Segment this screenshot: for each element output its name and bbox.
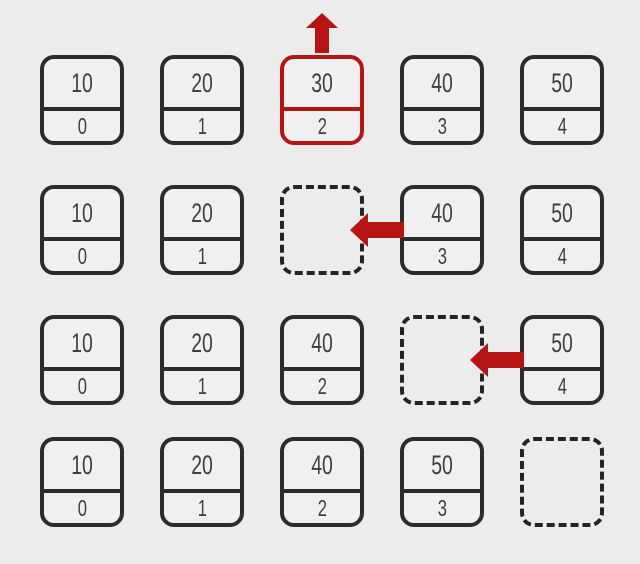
cell-value: 20 <box>191 449 213 480</box>
cell-index: 3 <box>404 107 480 141</box>
cell-index: 4 <box>524 237 600 271</box>
cell-value: 20 <box>191 327 213 358</box>
cell-index: 4 <box>524 107 600 141</box>
cell-index: 2 <box>284 367 360 401</box>
cell-index: 0 <box>44 367 120 401</box>
cell-value: 20 <box>191 67 213 98</box>
left-arrow-icon <box>470 343 524 377</box>
up-arrow-icon <box>306 13 338 53</box>
cell-index: 0 <box>44 489 120 523</box>
cell-value: 10 <box>71 197 93 228</box>
cell-value: 50 <box>551 67 573 98</box>
cell-value: 40 <box>311 327 333 358</box>
cell-index: 2 <box>284 107 360 141</box>
cell-value: 20 <box>191 197 213 228</box>
cell-value: 10 <box>71 327 93 358</box>
empty-slot <box>520 437 604 527</box>
cell-value: 10 <box>71 67 93 98</box>
cell-value: 50 <box>551 197 573 228</box>
cell-index: 2 <box>284 489 360 523</box>
cell-index: 1 <box>164 107 240 141</box>
left-arrow-icon <box>350 213 404 247</box>
cell-index: 3 <box>404 237 480 271</box>
cell-value: 30 <box>311 67 333 98</box>
cell-value: 40 <box>431 67 453 98</box>
cell-index: 0 <box>44 107 120 141</box>
cell-value: 50 <box>431 449 453 480</box>
cell-index: 3 <box>404 489 480 523</box>
cell-value: 40 <box>431 197 453 228</box>
cell-value: 50 <box>551 327 573 358</box>
cell-index: 4 <box>524 367 600 401</box>
cell-index: 1 <box>164 237 240 271</box>
cell-value: 40 <box>311 449 333 480</box>
cell-value: 10 <box>71 449 93 480</box>
cell-index: 0 <box>44 237 120 271</box>
cell-index: 1 <box>164 489 240 523</box>
cell-index: 1 <box>164 367 240 401</box>
